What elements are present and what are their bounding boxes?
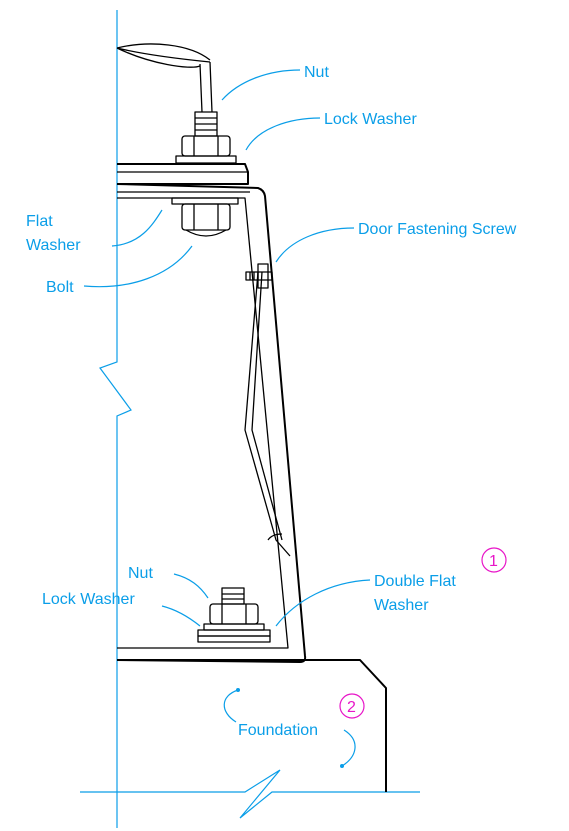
label-lock-washer-top: Lock Washer bbox=[324, 111, 417, 128]
centerline bbox=[99, 10, 132, 828]
leader-double-flat-washer bbox=[275, 579, 371, 627]
label-foundation: Foundation bbox=[238, 722, 318, 739]
leader-flat-washer bbox=[111, 209, 163, 247]
label-nut-bottom: Nut bbox=[128, 565, 153, 582]
pipe-stem bbox=[199, 61, 213, 113]
label-double-flat-washer-2: Washer bbox=[374, 597, 429, 614]
foundation-block bbox=[117, 659, 387, 792]
door-screw bbox=[245, 263, 273, 289]
callout-1: 1 bbox=[481, 547, 507, 573]
top-flange bbox=[117, 163, 249, 185]
callout-1-text: 1 bbox=[489, 553, 498, 570]
leader-bolt bbox=[83, 245, 193, 288]
label-nut-top: Nut bbox=[304, 64, 329, 81]
leader-dot-upper bbox=[236, 688, 240, 692]
bottom-nut-assembly bbox=[197, 587, 271, 643]
leader-lock-washer-top bbox=[245, 117, 321, 151]
label-flat-washer-2: Washer bbox=[26, 237, 81, 254]
leader-foundation-lower bbox=[341, 729, 356, 767]
housing bbox=[116, 183, 307, 663]
label-double-flat-washer-1: Double Flat bbox=[374, 573, 456, 590]
leader-dot-lower bbox=[340, 764, 344, 768]
leader-nut-bottom bbox=[173, 573, 209, 599]
door-panel bbox=[244, 271, 291, 557]
top-nut bbox=[175, 111, 237, 164]
label-bolt: Bolt bbox=[46, 279, 74, 296]
label-door-fastening-screw: Door Fastening Screw bbox=[358, 221, 517, 238]
leader-lock-washer-bottom bbox=[161, 605, 201, 627]
leader-door-screw bbox=[275, 227, 355, 263]
pipe-top bbox=[116, 43, 211, 68]
label-flat-washer-1: Flat bbox=[26, 213, 53, 230]
callout-2-text: 2 bbox=[347, 699, 356, 716]
leader-foundation-upper bbox=[223, 689, 239, 723]
callout-2: 2 bbox=[339, 693, 365, 719]
label-lock-washer-bottom: Lock Washer bbox=[42, 591, 135, 608]
leader-nut-top bbox=[221, 69, 301, 101]
bolt-assembly bbox=[171, 197, 239, 237]
ground-line bbox=[80, 769, 420, 819]
